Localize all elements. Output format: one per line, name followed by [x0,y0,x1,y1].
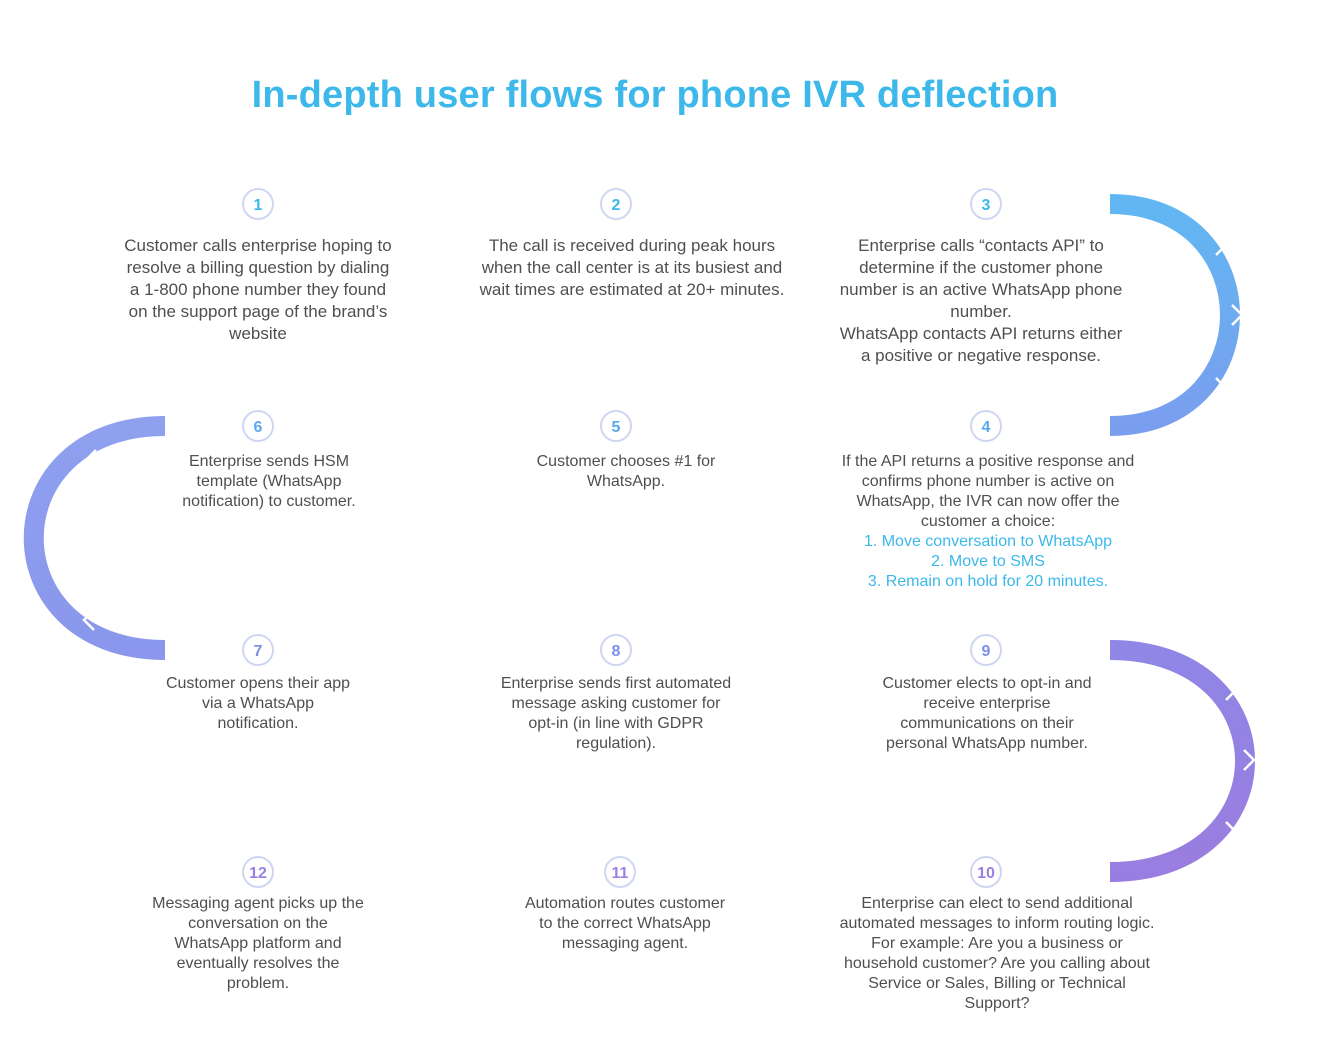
step-node-circle [600,188,632,220]
step-9-node: 9 [970,634,1002,666]
step-number: 9 [982,643,991,660]
step-2-text: The call is received during peak hours w… [479,236,785,299]
step-node-circle [600,634,632,666]
step-node-circle [970,410,1002,442]
step-5-node: 5 [600,410,632,442]
step-node-circle [600,410,632,442]
chevron-curve-2 [84,449,97,471]
chevron-row-3 [354,639,367,661]
chevron-row-1 [536,193,549,215]
chevron-curve-1 [1231,304,1244,326]
option-3: 3. Remain on hold for 20 minutes. [867,573,1109,590]
chevron-curve-3 [1225,679,1238,701]
chevron-row-1 [354,193,367,215]
track-curve-right-2 [1109,640,1255,882]
step-3-text: Enterprise calls “contacts API” to deter… [839,236,1123,365]
step-number: 1 [254,197,263,214]
step-6-text: Enterprise sends HSM template (WhatsApp … [182,453,356,510]
chevron-row-3 [445,639,458,661]
step-number: 2 [612,197,621,214]
track-curve-left [23,416,166,660]
option-1: 1. Move conversation to WhatsApp [863,533,1113,550]
chevron-curve-1 [1215,234,1228,256]
step-8-node: 8 [600,634,632,666]
track-curve-right-1 [1109,194,1240,436]
step-number: 8 [612,643,621,660]
chevron-row-1 [627,193,640,215]
step-number: 4 [982,419,991,436]
option-2: 2. Move to SMS [931,553,1045,570]
chevron-row-2 [810,415,823,437]
chevron-curve-1 [1215,377,1228,399]
step-node-circle [604,856,636,888]
step-node-circle [970,634,1002,666]
chevron-row-2 [901,415,914,437]
chevron-row-1 [809,193,822,215]
step-2-node: 2 [600,188,632,220]
step-4-node: 4 [970,410,1002,442]
chevron-row-1 [445,193,458,215]
diagram-title: In-depth user flows for phone IVR deflec… [251,74,1059,116]
step-number: 5 [612,419,621,436]
chevron-row-4 [355,861,368,883]
step-number: 12 [249,865,267,882]
step-1-node: 1 [242,188,274,220]
chevron-row-1 [900,193,913,215]
chevron-row-3 [809,639,822,661]
chevron-row-3 [718,639,731,661]
chevron-curve-2 [82,609,95,631]
step-3-node: 3 [970,188,1002,220]
step-7-node: 7 [242,634,274,666]
step-7-text: Customer opens their app via a WhatsApp … [165,675,351,732]
step-node-circle [242,856,274,888]
step-node-circle [242,188,274,220]
chevron-row-3 [536,639,549,661]
step-4-options: 1. Move conversation to WhatsApp 2. Move… [836,532,1140,592]
chevron-curve-2 [54,529,67,551]
step-11-text: Automation routes customer to the correc… [524,895,726,952]
step-node-circle [242,634,274,666]
step-node-circle [970,856,1002,888]
step-number: 10 [977,865,995,882]
step-12-text: Messaging agent picks up the conversatio… [152,895,364,992]
step-number: 7 [254,643,263,660]
step-9-text: Customer elects to opt-in and receive en… [882,675,1092,752]
chevron-row-2 [355,415,368,437]
step-4-text: If the API returns a positive response a… [836,452,1140,592]
chevron-row-1 [718,193,731,215]
step-number: 11 [612,865,629,882]
chevron-row-4 [537,861,550,883]
chevron-row-2 [719,415,732,437]
step-11-node: 11 [604,856,636,888]
flow-chevrons [54,193,1256,883]
chevron-row-4 [719,861,732,883]
step-node-circle [970,188,1002,220]
step-8-text: Enterprise sends first automated message… [500,675,732,752]
chevron-row-2 [446,415,459,437]
step-1-text: Customer calls enterprise hoping to reso… [124,236,392,343]
chevron-row-3 [627,639,640,661]
chevron-row-4 [810,861,823,883]
chevron-row-3 [900,639,913,661]
chevron-curve-3 [1243,749,1256,771]
step-5-text: Customer chooses #1 for WhatsApp. [536,453,716,490]
step-number: 3 [982,197,991,214]
chevron-row-4 [901,861,914,883]
step-6-node: 6 [242,410,274,442]
chevron-row-2 [537,415,550,437]
step-number: 6 [254,419,263,436]
step-node-circle [242,410,274,442]
chevron-row-4 [446,861,459,883]
step-12-node: 12 [242,856,274,888]
step-10-node: 10 [970,856,1002,888]
chevron-curve-3 [1225,821,1238,843]
step-10-text: Enterprise can elect to send additional … [839,895,1155,1012]
